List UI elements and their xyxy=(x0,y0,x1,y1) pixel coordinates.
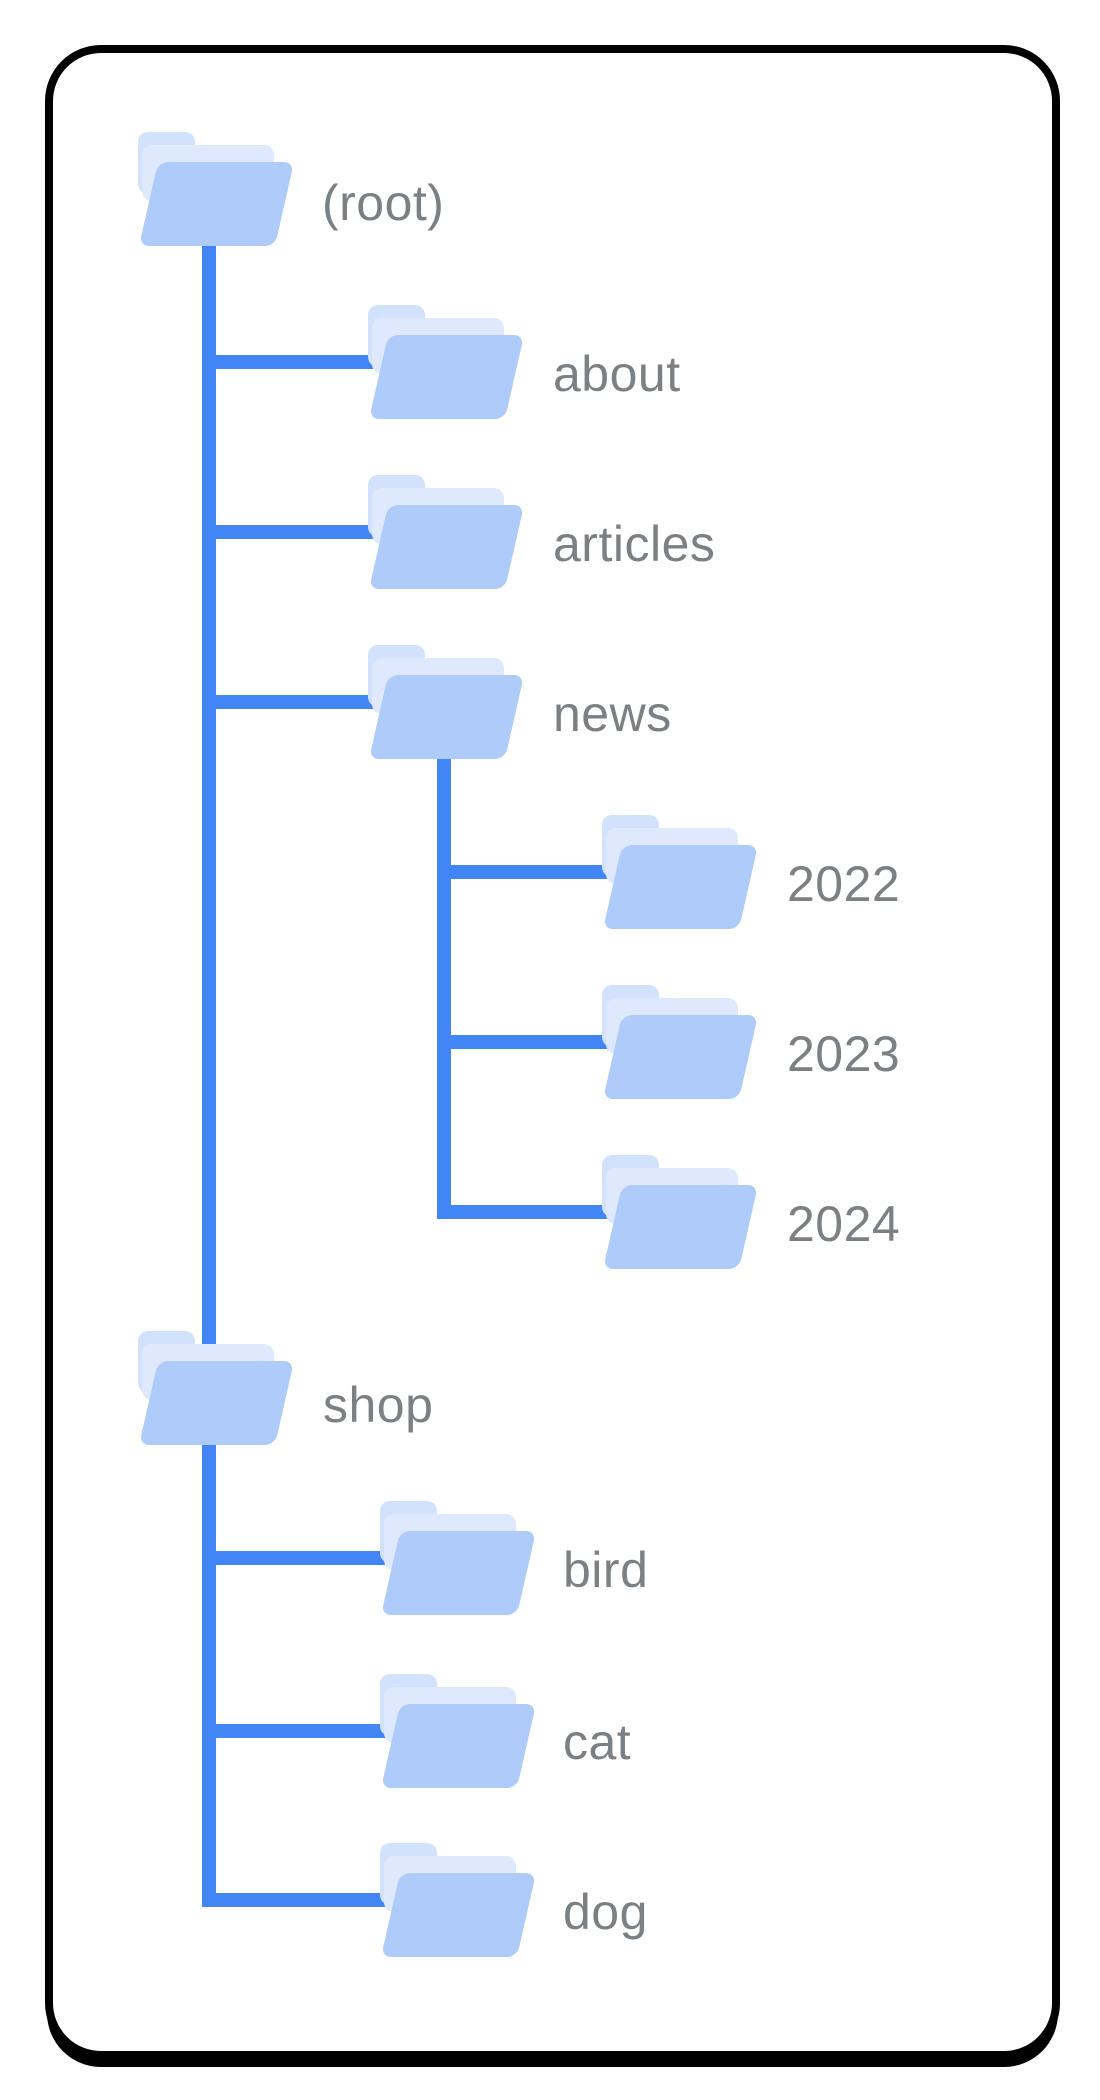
node-label-bird: bird xyxy=(563,1542,649,1598)
folder-body-shape xyxy=(369,675,525,759)
folder-body-shape xyxy=(381,1873,537,1957)
tree-node-y2024 xyxy=(602,1155,759,1269)
folder-icon xyxy=(380,1843,537,1957)
node-label-news: news xyxy=(553,686,672,742)
node-label-y2023: 2023 xyxy=(787,1026,901,1082)
connector-branch-dog xyxy=(202,1893,394,1907)
connector-branch-bird xyxy=(202,1551,394,1565)
folder-body-shape xyxy=(369,335,525,419)
tree-node-about xyxy=(368,305,525,419)
connector-branch-2024 xyxy=(437,1205,615,1219)
tree-node-root xyxy=(138,132,295,246)
folder-body-shape xyxy=(381,1704,537,1788)
connector-trunk-root xyxy=(202,238,216,1907)
folder-body-shape xyxy=(603,845,759,929)
node-label-cat: cat xyxy=(563,1714,632,1770)
connector-branch-cat xyxy=(202,1724,394,1738)
tree-node-cat xyxy=(380,1674,537,1788)
node-label-root: (root) xyxy=(322,175,445,231)
folder-icon xyxy=(602,1155,759,1269)
node-label-dog: dog xyxy=(563,1884,648,1940)
node-label-shop: shop xyxy=(323,1377,434,1433)
connector-branch-news xyxy=(202,695,382,709)
folder-icon xyxy=(602,985,759,1099)
connector-branch-articles xyxy=(202,525,382,539)
folder-body-shape xyxy=(381,1531,537,1615)
node-label-about: about xyxy=(553,346,681,402)
folder-icon xyxy=(368,645,525,759)
node-label-y2022: 2022 xyxy=(787,856,901,912)
folder-body-shape xyxy=(603,1015,759,1099)
folder-icon xyxy=(368,305,525,419)
connector-branch-about xyxy=(202,355,382,369)
tree-node-bird xyxy=(380,1501,537,1615)
folder-icon xyxy=(380,1674,537,1788)
folder-icon xyxy=(602,815,759,929)
folder-icon xyxy=(138,1331,295,1445)
folder-body-shape xyxy=(139,162,295,246)
connector-trunk-news xyxy=(437,750,451,1219)
folder-icon xyxy=(380,1501,537,1615)
folder-icon xyxy=(138,132,295,246)
folder-icon xyxy=(368,475,525,589)
connector-branch-2022 xyxy=(437,865,615,879)
tree-node-articles xyxy=(368,475,525,589)
folder-body-shape xyxy=(139,1361,295,1445)
tree-node-news xyxy=(368,645,525,759)
folder-body-shape xyxy=(369,505,525,589)
tree-node-dog xyxy=(380,1843,537,1957)
connector-branch-2023 xyxy=(437,1035,615,1049)
node-label-articles: articles xyxy=(553,516,716,572)
folder-body-shape xyxy=(603,1185,759,1269)
node-label-y2024: 2024 xyxy=(787,1196,901,1252)
tree-node-y2023 xyxy=(602,985,759,1099)
tree-node-shop xyxy=(138,1331,295,1445)
tree-node-y2022 xyxy=(602,815,759,929)
